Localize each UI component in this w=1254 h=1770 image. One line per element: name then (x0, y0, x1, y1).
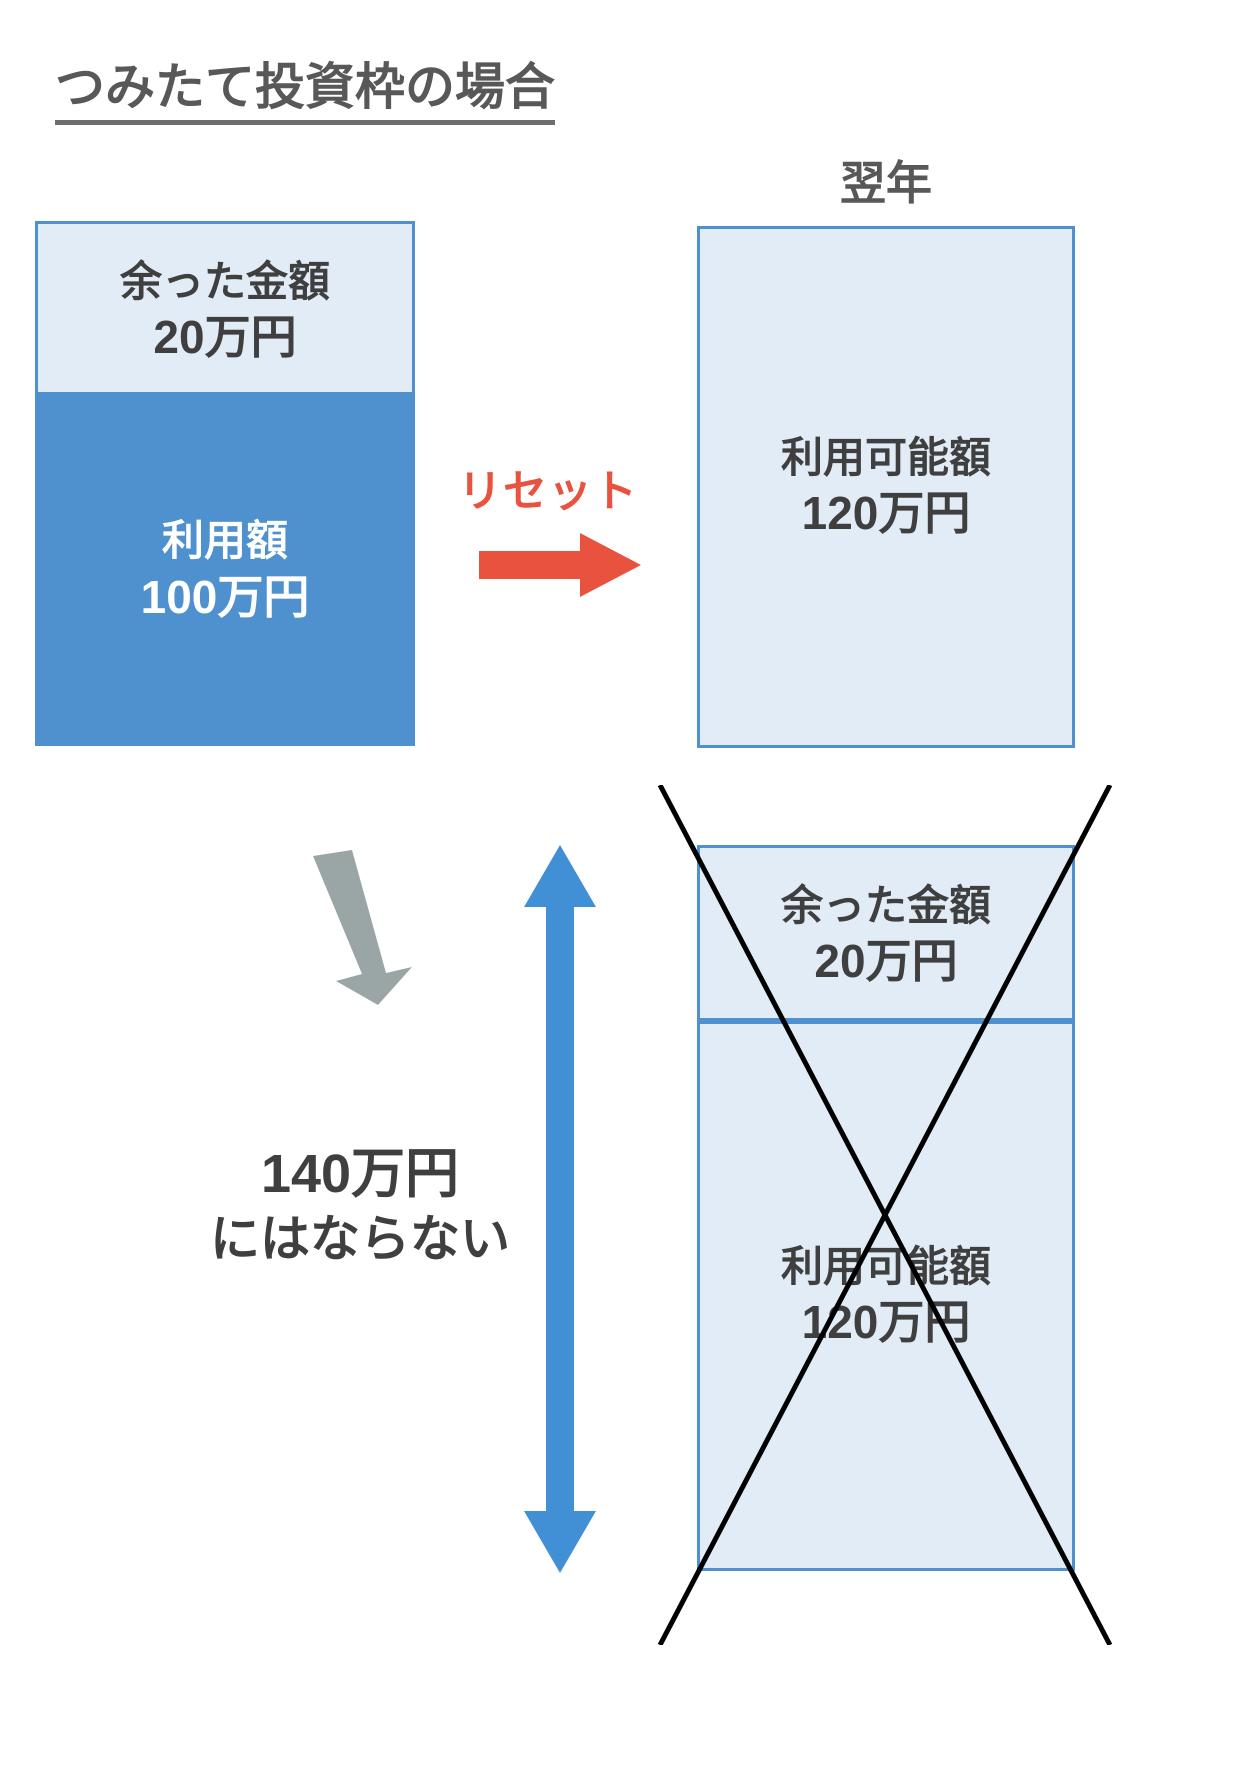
reset-label: リセット (458, 467, 638, 516)
next-year-available-value: 120万円 (801, 487, 971, 540)
misconception-note: 140万円 にはならない (180, 1140, 540, 1271)
page-title: つみたて投資枠の場合 (55, 58, 555, 125)
current-year-used-value: 100万円 (140, 570, 310, 623)
next-year-available-box: 利用可能額 120万円 (697, 226, 1075, 748)
misconception-amount: 140万円 (260, 1144, 460, 1204)
invalid-available-value: 120万円 (801, 1296, 971, 1349)
arrow-right-icon (479, 533, 641, 597)
current-year-used-label: 利用額 (161, 517, 288, 565)
next-year-available-label: 利用可能額 (780, 433, 991, 481)
arrow-down-right-icon (313, 850, 412, 1005)
current-year-remaining-value: 20万円 (153, 311, 297, 364)
double-arrow-vertical-icon (524, 845, 596, 1573)
invalid-remaining-box: 余った金額 20万円 (697, 845, 1075, 1021)
current-year-remaining-label: 余った金額 (119, 257, 330, 305)
invalid-remaining-value: 20万円 (814, 935, 958, 988)
invalid-remaining-label: 余った金額 (780, 881, 991, 929)
current-year-used-box: 利用額 100万円 (35, 395, 415, 746)
next-year-caption: 翌年 (840, 157, 932, 209)
invalid-available-label: 利用可能額 (780, 1242, 991, 1290)
invalid-available-box: 利用可能額 120万円 (697, 1021, 1075, 1571)
misconception-text: にはならない (210, 1211, 510, 1268)
current-year-remaining-box: 余った金額 20万円 (35, 221, 415, 395)
